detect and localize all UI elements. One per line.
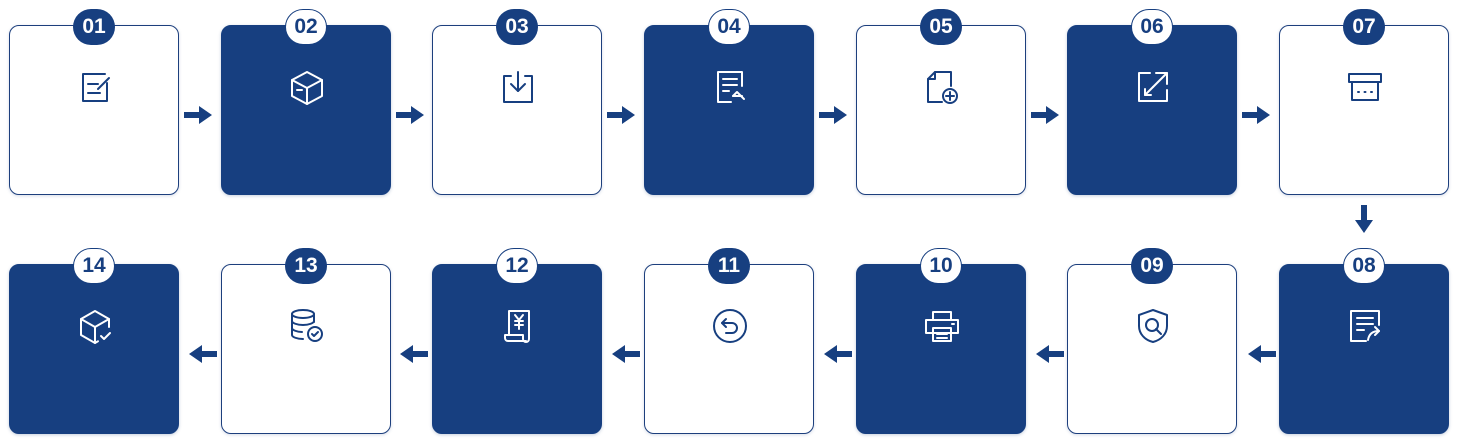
package-box-icon <box>288 68 326 106</box>
flow-arrow-right <box>396 105 424 125</box>
step-card-07: 07 <box>1279 9 1449 195</box>
step-number-badge: 06 <box>1131 9 1173 45</box>
step-card-05: 05 <box>856 9 1026 195</box>
step-number-badge: 05 <box>920 9 962 45</box>
download-tray-icon <box>499 68 537 106</box>
step-number-badge: 07 <box>1343 9 1385 45</box>
flow-arrow-right <box>607 105 635 125</box>
step-number-badge: 04 <box>708 9 750 45</box>
document-return-icon <box>711 68 749 106</box>
step-number-badge: 13 <box>285 248 327 284</box>
shield-search-icon <box>1134 307 1172 345</box>
flow-arrow-left <box>612 344 640 364</box>
step-card-13: 13 <box>221 248 391 434</box>
flow-arrow-left <box>1036 344 1064 364</box>
flow-arrow-left <box>1248 344 1276 364</box>
step-card-08: 08 <box>1279 248 1449 434</box>
flow-arrow-right <box>184 105 212 125</box>
step-card-06: 06 <box>1067 9 1237 195</box>
flow-arrow-left <box>400 344 428 364</box>
step-number-badge: 12 <box>496 248 538 284</box>
step-card-12: 12 <box>432 248 602 434</box>
yen-receipt-icon <box>499 307 537 345</box>
step-number-badge: 14 <box>73 248 115 284</box>
step-number-badge: 02 <box>285 9 327 45</box>
archive-box-icon <box>1346 68 1384 106</box>
step-card-11: 11 <box>644 248 814 434</box>
flow-arrow-right <box>1242 105 1270 125</box>
box-check-icon <box>76 307 114 345</box>
step-card-10: 10 <box>856 248 1026 434</box>
step-card-04: 04 <box>644 9 814 195</box>
step-number-badge: 08 <box>1343 248 1385 284</box>
flow-arrow-down <box>1354 205 1374 233</box>
step-number-badge: 10 <box>920 248 962 284</box>
step-card-02: 02 <box>221 9 391 195</box>
printer-icon <box>923 307 961 345</box>
step-card-09: 09 <box>1067 248 1237 434</box>
expand-arrows-icon <box>1134 68 1172 106</box>
undo-circle-icon <box>711 307 749 345</box>
step-card-01: 01 <box>9 9 179 195</box>
edit-form-icon <box>76 68 114 106</box>
flow-arrow-right <box>819 105 847 125</box>
database-check-icon <box>288 307 326 345</box>
document-add-icon <box>923 68 961 106</box>
step-card-14: 14 <box>9 248 179 434</box>
flow-arrow-left <box>189 344 217 364</box>
step-card-03: 03 <box>432 9 602 195</box>
step-number-badge: 01 <box>73 9 115 45</box>
flow-arrow-right <box>1031 105 1059 125</box>
step-number-badge: 11 <box>708 248 750 284</box>
document-share-icon <box>1346 307 1384 345</box>
flow-arrow-left <box>824 344 852 364</box>
step-number-badge: 09 <box>1131 248 1173 284</box>
step-number-badge: 03 <box>496 9 538 45</box>
